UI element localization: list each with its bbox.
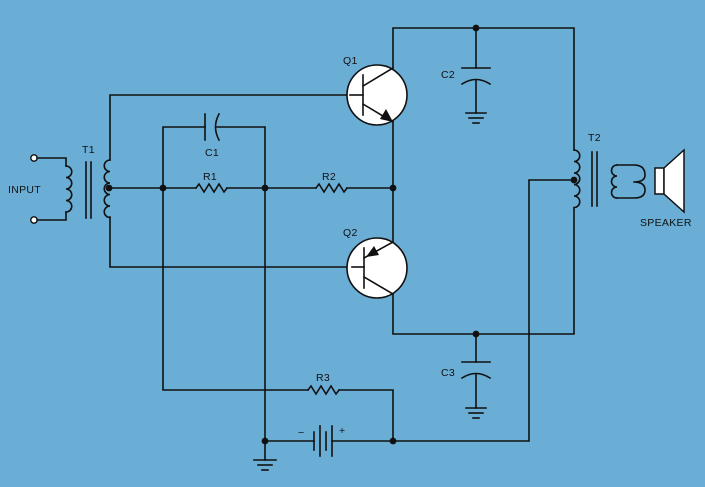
- battery: [313, 425, 333, 457]
- battery-minus-label: −: [298, 427, 304, 439]
- transistor-q1: [346, 64, 408, 126]
- battery-plus-label: +: [339, 425, 345, 437]
- r3-label: R3: [316, 372, 330, 384]
- transistor-q2: [346, 237, 408, 299]
- capacitor-c1: [204, 112, 221, 142]
- c2-label: C2: [441, 69, 455, 81]
- wire-r3-branch: [162, 187, 309, 391]
- speaker-icon: [616, 148, 685, 214]
- input-label: INPUT: [8, 184, 41, 196]
- speaker-label: SPEAKER: [640, 217, 692, 229]
- ground-symbol-bottom: [253, 440, 277, 471]
- t1-label: T1: [82, 144, 95, 156]
- r2-label: R2: [322, 171, 336, 183]
- resistor-r1: [194, 182, 229, 194]
- q1-label: Q1: [343, 55, 358, 67]
- capacitor-c3: [460, 333, 492, 419]
- r1-label: R1: [203, 171, 217, 183]
- wire-t1-q1-base: [109, 94, 351, 161]
- q2-label: Q2: [343, 227, 358, 239]
- capacitor-c2: [460, 27, 492, 124]
- input-terminals: [30, 154, 67, 224]
- transformer-t1: [65, 159, 111, 219]
- wire-t1-q2-base: [109, 216, 353, 268]
- transformer-t2: [573, 149, 618, 209]
- junction-dot: [570, 176, 578, 184]
- resistor-r2: [314, 182, 349, 194]
- c3-label: C3: [441, 367, 455, 379]
- wire-c1-loop: [162, 126, 266, 189]
- t2-label: T2: [588, 132, 601, 144]
- resistor-r3: [306, 384, 341, 396]
- junction-dot: [105, 184, 113, 192]
- c1-label: C1: [205, 147, 219, 159]
